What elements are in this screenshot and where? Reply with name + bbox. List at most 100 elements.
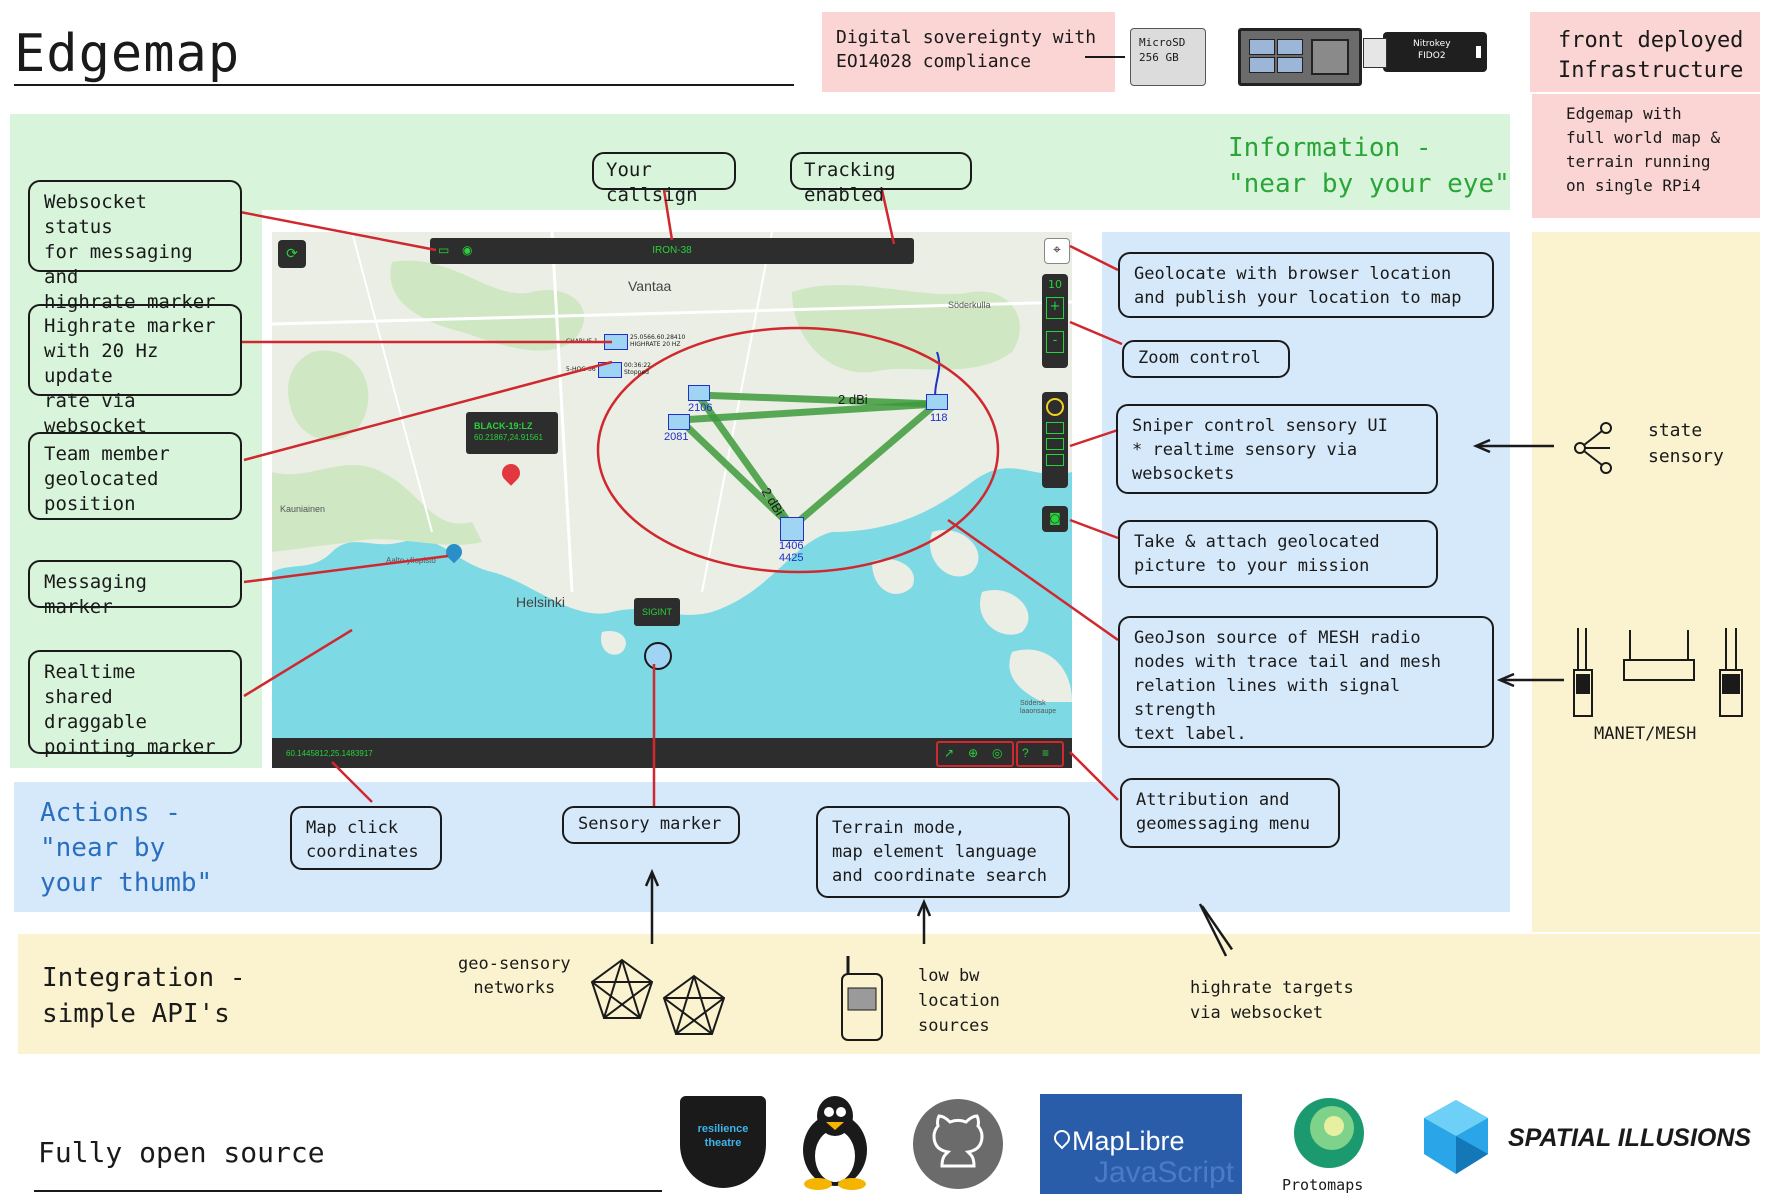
place-helsinki: Helsinki — [516, 594, 566, 610]
gps-device-icon — [841, 956, 883, 1041]
rpi-board-icon — [1238, 28, 1362, 86]
highrate-marker-charlie[interactable] — [604, 334, 628, 350]
highrate-marker-shqg[interactable] — [598, 362, 622, 378]
front-deployed-label: front deployed Infrastructure — [1558, 28, 1744, 83]
crosshair-icon: ⌖ — [1053, 242, 1061, 258]
node-2081-label: 2081 — [664, 431, 689, 443]
network-icon — [590, 958, 726, 1035]
callout-geolocate: Geolocate with browser location and publ… — [1118, 252, 1494, 318]
nitrokey-icon: Nitrokey FIDO2 — [1363, 32, 1487, 72]
place-soderkulla: Söderkulla — [948, 300, 991, 310]
callsign-label: IRON-38 — [652, 245, 692, 256]
refresh-icon: ⟳ — [286, 246, 298, 262]
attribution-menu-group: ? ≡ — [1016, 741, 1064, 767]
callout-sensory-marker: Sensory marker — [562, 806, 740, 844]
place-sodersk: Södersk laaonsaupe — [1020, 700, 1057, 715]
mesh-node-2106[interactable] — [688, 385, 710, 401]
node-4425-label: 4425 — [779, 552, 804, 564]
linux-tux-logo — [803, 1096, 867, 1190]
low-bw-label: low bw location sources — [918, 966, 1000, 1036]
marker-status-icon[interactable]: ◉ — [462, 243, 473, 257]
callout-pointing-marker: Realtime shared draggable pointing marke… — [28, 650, 242, 758]
node-1406-label: 1406 — [779, 540, 804, 552]
side-yellow-zone — [1532, 232, 1760, 932]
help-icon[interactable]: ? — [1022, 746, 1029, 760]
sovereignty-label: Digital sovereignty with EO14028 complia… — [836, 27, 1097, 72]
link-label-top: 2 dBi — [838, 392, 868, 407]
mesh-node-118[interactable] — [926, 394, 948, 410]
sensory-marker-icon[interactable] — [644, 642, 672, 670]
page-title: Edgemap — [14, 24, 241, 84]
place-vantaa: Vantaa — [628, 278, 672, 294]
open-source-underline — [34, 1190, 662, 1192]
target-icon — [1046, 398, 1064, 416]
actions-title: Actions - "near by your thumb" — [40, 798, 213, 898]
sigint-popup[interactable]: SIGINT — [634, 598, 680, 626]
maplibre-sub-text: JavaScript — [1094, 1156, 1235, 1189]
map-click-coordinates[interactable]: 60.1445812,25.1483917 — [286, 749, 373, 758]
geo-sensory-label: geo-sensory networks — [458, 954, 571, 998]
refresh-button[interactable]: ⟳ — [278, 240, 306, 268]
title-underline — [14, 84, 794, 86]
open-source-title: Fully open source — [38, 1136, 325, 1169]
integration-zone — [18, 934, 1760, 1054]
callout-your-callsign: Your callsign — [592, 152, 736, 206]
callout-camera: Take & attach geolocated picture to your… — [1118, 520, 1438, 588]
header-pink-zone — [822, 12, 1115, 92]
team-member-coords: 60.21867,24.91561 — [474, 433, 543, 442]
manet-mesh-icon — [1573, 628, 1743, 717]
microsd-label: MicroSD 256 GB — [1139, 36, 1186, 64]
map-bottom-bar: 60.1445812,25.1483917 ↗ ⊕ ◎ ? ≡ — [272, 738, 1072, 768]
callout-team-member: Team member geolocated position — [28, 432, 242, 520]
rpi-note: Edgemap with full world map & terrain ru… — [1566, 104, 1721, 195]
zoom-level: 10 — [1048, 278, 1062, 291]
resilience-theatre-logo: resilience theatre — [680, 1096, 766, 1188]
mesh-node-1406[interactable] — [780, 517, 804, 541]
callout-attribution: Attribution and geomessaging menu — [1120, 778, 1340, 848]
team-member-callsign: BLACK-19:LZ — [474, 421, 533, 431]
search-icon[interactable]: ◎ — [992, 746, 1003, 760]
map-pin-icon — [1050, 1126, 1074, 1150]
mesh-node-2081[interactable] — [668, 414, 690, 430]
callout-messaging-marker: Messaging marker — [28, 560, 242, 618]
right-blue-zone — [1102, 232, 1510, 782]
zoom-out-button[interactable]: - — [1046, 331, 1064, 353]
shqg-label: 5-HQG-36 — [566, 366, 596, 373]
place-aalto: Aalto-yliopisto — [386, 556, 436, 565]
geolocate-button[interactable]: ⌖ — [1044, 238, 1070, 264]
sniper-control[interactable] — [1042, 392, 1068, 488]
information-title: Information - "near by your eye" — [1228, 133, 1510, 199]
information-zone-left — [10, 114, 262, 768]
callout-highrate-marker: Highrate marker with 20 Hz update rate v… — [28, 304, 242, 437]
callout-websocket-status: Websocket status for messaging and highr… — [28, 180, 242, 313]
map-view[interactable]: ▭ ◉ IRON-38 ⟳ ⌖ 10 + - ◙ Vantaa Helsinki… — [272, 232, 1072, 768]
menu-icon[interactable]: ≡ — [1042, 746, 1050, 760]
charlie-info: 25.0566.60.28410 HIGHRATE 20 HZ — [630, 334, 686, 348]
message-status-icon[interactable]: ▭ — [438, 243, 450, 257]
rpi-note-zone — [1532, 94, 1760, 218]
maplibre-logo: MapLibre JavaScript — [1040, 1094, 1242, 1194]
header-pink-zone-right — [1530, 12, 1760, 92]
charlie-label: CHARLIE-1 — [566, 338, 598, 345]
callout-tracking-enabled: Tracking enabled — [790, 152, 972, 206]
team-member-popup[interactable]: BLACK-19:LZ 60.21867,24.91561 — [466, 412, 558, 454]
terrain-icon[interactable]: ↗ — [944, 746, 955, 760]
callout-map-click: Map click coordinates — [290, 806, 442, 870]
callout-sniper-control: Sniper control sensory UI * realtime sen… — [1116, 404, 1438, 494]
protomaps-label: Protomaps — [1282, 1176, 1364, 1194]
camera-button[interactable]: ◙ — [1042, 506, 1068, 532]
language-icon[interactable]: ⊕ — [968, 746, 979, 760]
integration-title: Integration - simple API's — [42, 963, 246, 1029]
state-sensory-label: state sensory — [1648, 420, 1724, 467]
microsd-card: MicroSD 256 GB — [1130, 28, 1206, 86]
map-land-svg — [272, 232, 1072, 702]
shqg-info: 00:36:22 Stopped — [624, 362, 651, 376]
header-connector — [1085, 56, 1125, 58]
manet-mesh-label: MANET/MESH — [1594, 724, 1697, 744]
zoom-in-button[interactable]: + — [1046, 297, 1064, 319]
spatial-illusions-text: SPATIAL ILLUSIONS — [1508, 1124, 1752, 1152]
nitrokey-label: Nitrokey FIDO2 — [1413, 39, 1451, 61]
node-2106-label: 2106 — [688, 402, 713, 414]
spatial-illusions-icon — [1424, 1100, 1488, 1174]
callout-geojson-mesh: GeoJson source of MESH radio nodes with … — [1118, 616, 1494, 748]
